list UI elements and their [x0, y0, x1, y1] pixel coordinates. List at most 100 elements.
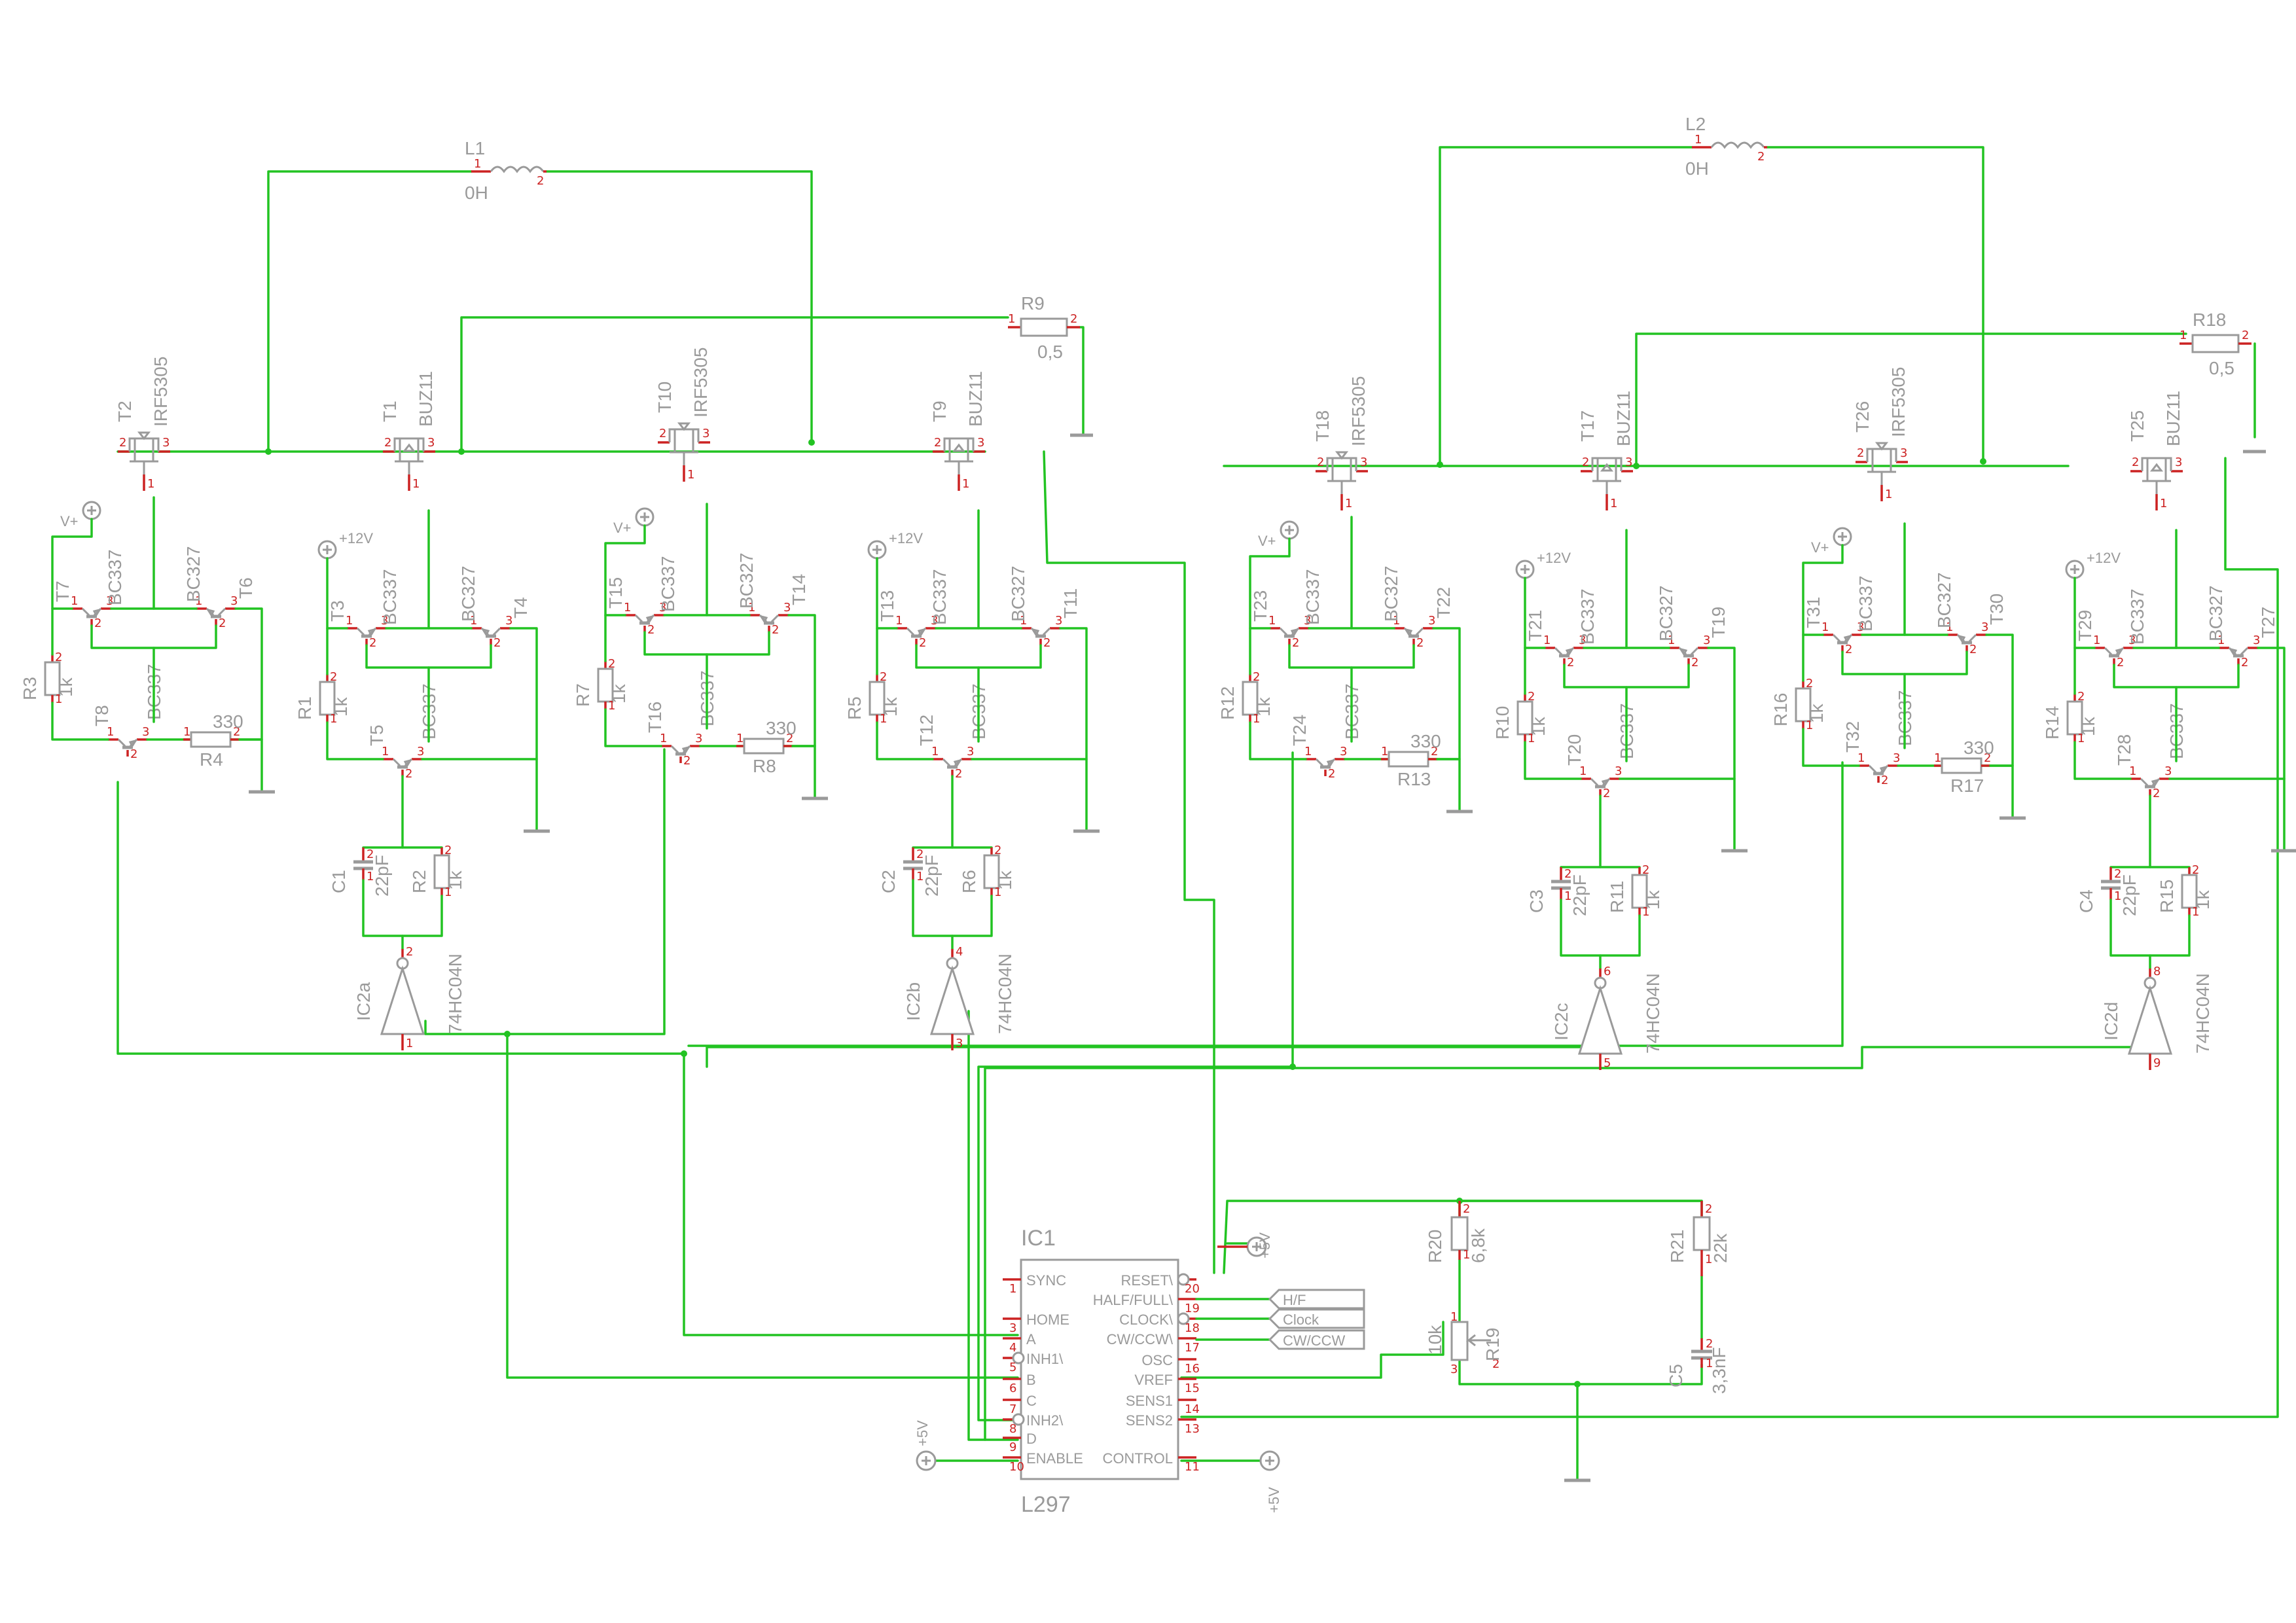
inverter-type: 74HC04N — [2193, 973, 2213, 1054]
pin-number: 1 — [346, 614, 353, 628]
pin-number: 1 — [1610, 497, 1617, 510]
svg-text:1: 1 — [1450, 1310, 1458, 1324]
resistor-ref: R11 — [1607, 881, 1627, 913]
pin-b: 6B — [1003, 1372, 1036, 1395]
transistor-ref: T16 — [645, 702, 665, 733]
pin-number: 2 — [659, 427, 666, 440]
inverter-type: 74HC04N — [995, 954, 1015, 1034]
mosfet-ref: T17 — [1577, 410, 1598, 442]
pin-name: OSC — [1141, 1352, 1173, 1368]
potentiometer-ref: R19 — [1482, 1328, 1503, 1361]
supply-label: +5V — [1257, 1232, 1273, 1258]
mosfet-type: IRF5305 — [1348, 376, 1369, 446]
pin-name: A — [1026, 1331, 1036, 1347]
transistor-ref: T8 — [92, 705, 112, 726]
pin-number: 2 — [2114, 867, 2121, 881]
transistor-ref: T5 — [367, 724, 387, 746]
pin-number: 2 — [55, 651, 62, 664]
pin-number: 3 — [977, 436, 984, 450]
svg-text:1: 1 — [1706, 1357, 1713, 1370]
resistor-ref: R16 — [1770, 693, 1791, 726]
pin-number: 1 — [1268, 614, 1276, 628]
inverter-ref: IC2d — [2101, 1002, 2121, 1041]
pin-number: 2 — [2153, 787, 2160, 800]
transistor-type: BC337 — [1577, 588, 1598, 645]
pin-number: 1 — [624, 601, 631, 615]
pin-number: 5 — [1604, 1056, 1611, 1070]
transistor-ref: T19 — [1708, 607, 1729, 638]
resistor-value: 330 — [213, 711, 243, 732]
transistor-type: BC327 — [2206, 585, 2226, 641]
capacitor-value: 22pF — [922, 855, 942, 897]
transistor-ref: T6 — [236, 577, 256, 599]
transistor-ref: T32 — [1842, 721, 1863, 753]
pin-number: 6 — [1009, 1382, 1016, 1395]
transistor-type: BC337 — [380, 569, 400, 625]
resistor-value: 1k — [1528, 716, 1549, 736]
transistor-ref: T27 — [2258, 607, 2278, 638]
pin-number: 2 — [2241, 656, 2248, 669]
inverter-ref: IC2c — [1551, 1003, 1571, 1041]
mosfet-ref: T18 — [1312, 410, 1333, 442]
mosfet-type: IRF5305 — [691, 348, 711, 418]
capacitor-ref: C3 — [1526, 889, 1547, 913]
pin-name: CLOCK\ — [1119, 1311, 1174, 1328]
pin-number: 2 — [1582, 455, 1589, 469]
pin-number: 2 — [94, 616, 101, 630]
potentiometer-value: 10k — [1425, 1325, 1445, 1355]
pin-number: 2 — [916, 847, 924, 861]
transistor-ref: T28 — [2114, 734, 2134, 766]
svg-text:1: 1 — [1695, 133, 1702, 147]
mosfet-type: IRF5305 — [1888, 367, 1909, 437]
pin-number: 2 — [1984, 751, 1991, 765]
capacitor-c5: 21 C5 3,3nF — [1666, 1337, 1729, 1394]
input-cwccw[interactable]: CW/CCW — [1195, 1329, 1365, 1350]
pin-number: 2 — [1317, 455, 1324, 469]
pin-number: 2 — [406, 945, 413, 959]
pin-number: 11 — [1185, 1460, 1200, 1474]
input-clock[interactable]: Clock — [1195, 1308, 1365, 1329]
input-label: H/F — [1283, 1292, 1306, 1308]
pin-number: 2 — [219, 616, 226, 630]
pin-number: 1 — [1806, 719, 1813, 732]
input-hf[interactable]: H/F — [1195, 1289, 1365, 1310]
pin-number: 2 — [1881, 774, 1888, 787]
pin-number: 1 — [195, 594, 202, 608]
svg-text:2: 2 — [1757, 150, 1765, 164]
resistor-ref: R10 — [1492, 706, 1513, 740]
pin-number: 2 — [2117, 656, 2124, 669]
pin-number: 3 — [1703, 633, 1710, 647]
junctions — [265, 439, 1986, 1387]
transistor-type: BC337 — [929, 569, 950, 625]
resistor-ref: R9 — [1021, 293, 1045, 313]
pin-number: 1 — [1946, 620, 1953, 634]
pin-number: 2 — [880, 670, 887, 684]
resistor-value: 6,8k — [1468, 1228, 1488, 1263]
supply-label: V+ — [1258, 533, 1276, 549]
mosfet-type: BUZ11 — [416, 371, 436, 427]
pin-number: 2 — [994, 844, 1001, 857]
pin-number: 2 — [367, 847, 374, 861]
pin-number: 2 — [647, 623, 655, 637]
inductor-ref: L1 — [465, 138, 485, 158]
pin-number: 1 — [1885, 488, 1892, 501]
transistor-ref: T31 — [1803, 597, 1823, 628]
supply-label: +12V — [889, 530, 923, 546]
pin-a: 4A — [1003, 1331, 1036, 1355]
resistor-ref: R13 — [1397, 769, 1431, 789]
pin-name: INH1\ — [1026, 1351, 1064, 1367]
